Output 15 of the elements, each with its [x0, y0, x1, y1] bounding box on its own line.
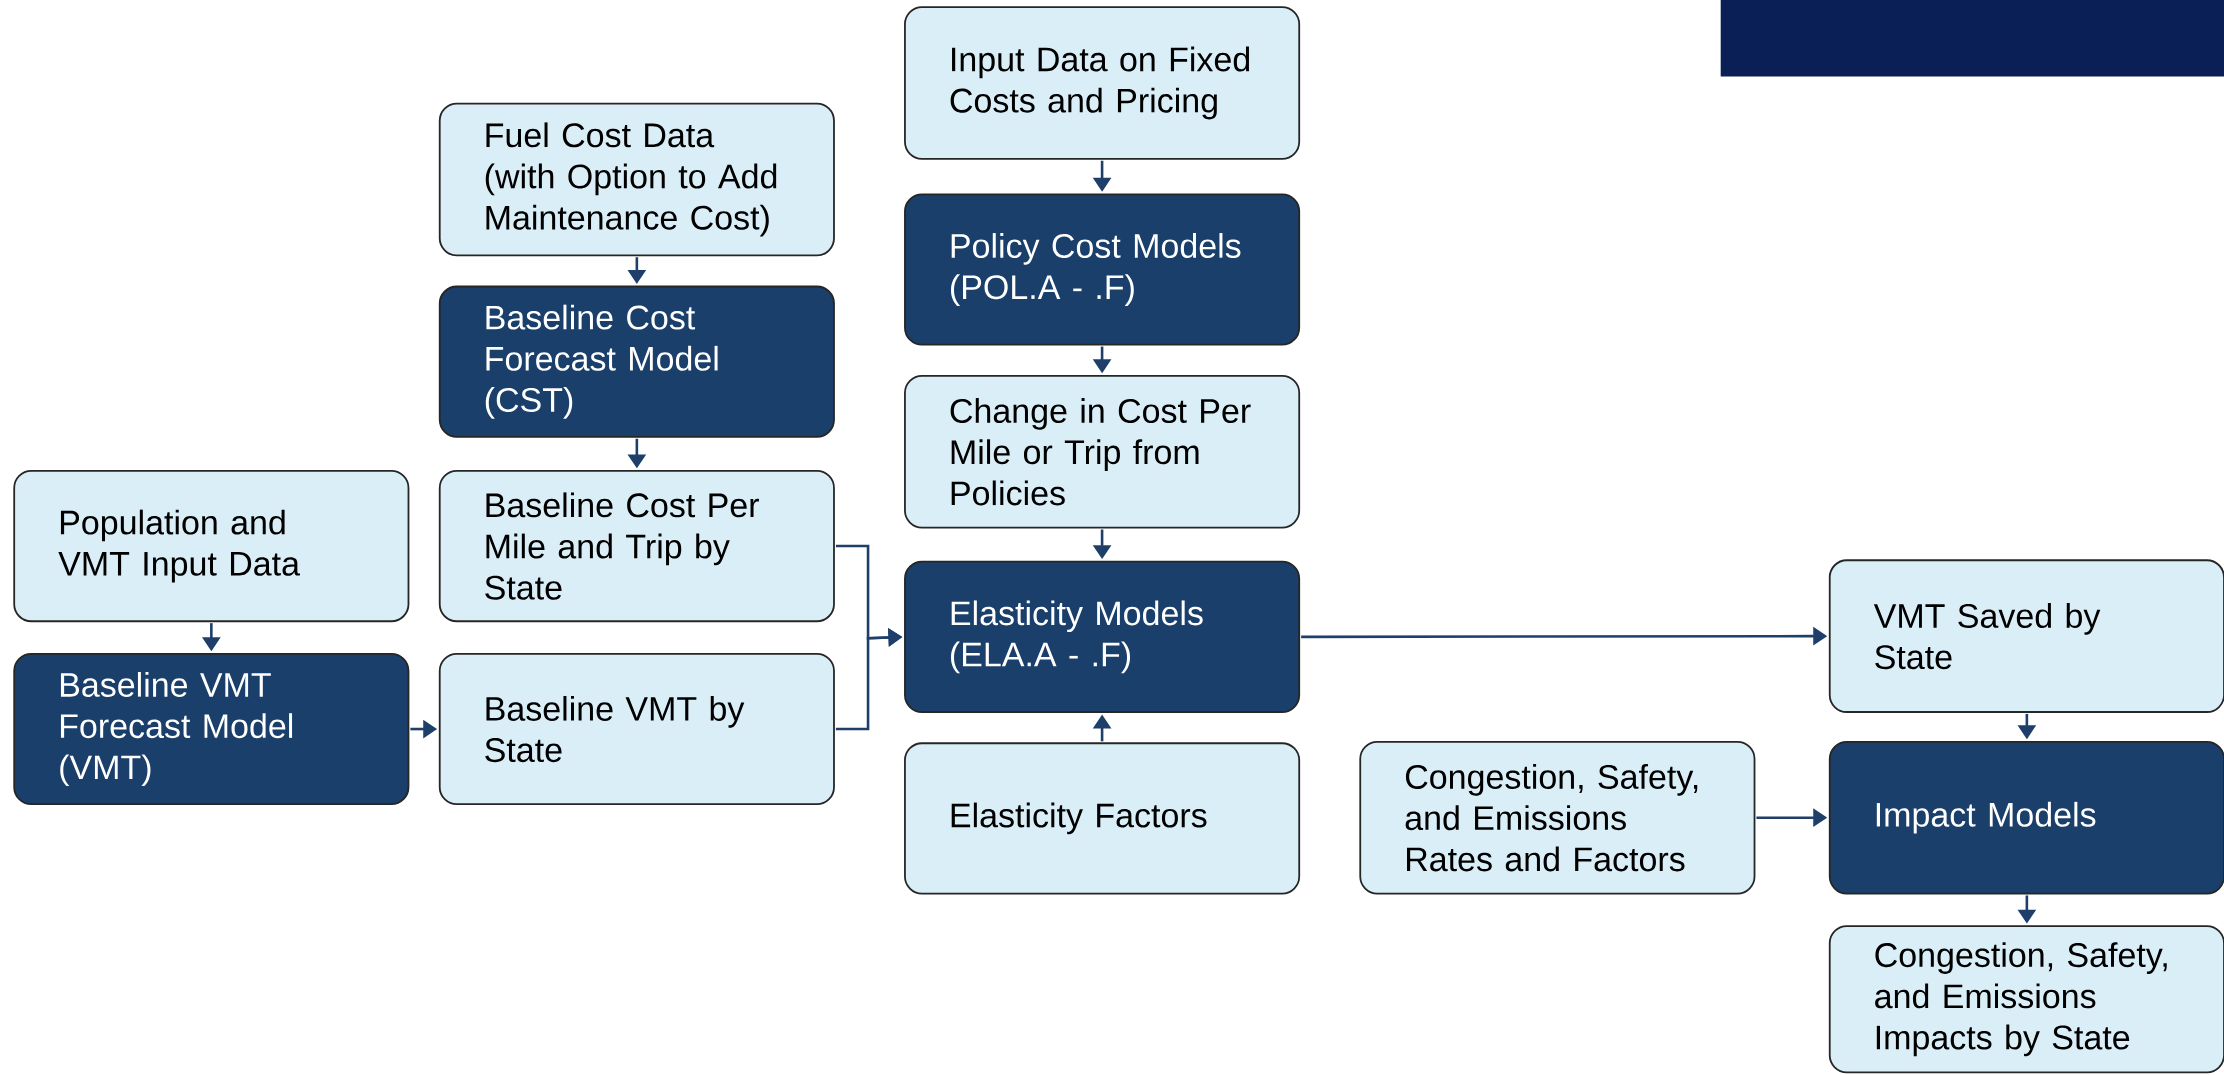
data-box: Population and VMT Input Data: [13, 469, 410, 623]
data-box: Baseline Cost Per Mile and Trip by State: [438, 469, 835, 623]
model-box: Impact Models: [1828, 740, 2224, 895]
model-box: Baseline Cost Forecast Model (CST): [438, 285, 835, 438]
model-box: Elasticity Models (ELA.A - .F): [904, 560, 1301, 713]
model-box: Baseline VMT Forecast Model (VMT): [13, 652, 410, 806]
data-box: Elasticity Factors: [904, 742, 1301, 895]
data-box: Congestion, Safety, and Emissions Rates and Factors: [1359, 740, 1756, 895]
data-box: Baseline VMT by State: [438, 652, 835, 806]
data-box: VMT Saved by State: [1828, 559, 2224, 713]
model-box: Policy Cost Models (POL.A - .F): [904, 193, 1301, 346]
data-box: Congestion, Safety, and Emissions Impacts by State: [1828, 925, 2224, 1074]
data-box: Fuel Cost Data (with Option to Add Maintenance Cost): [438, 102, 835, 257]
data-box: Input Data on Fixed Costs and Pricing: [904, 6, 1301, 160]
data-box: Change in Cost Per Mile or Trip from Policies: [904, 374, 1301, 529]
